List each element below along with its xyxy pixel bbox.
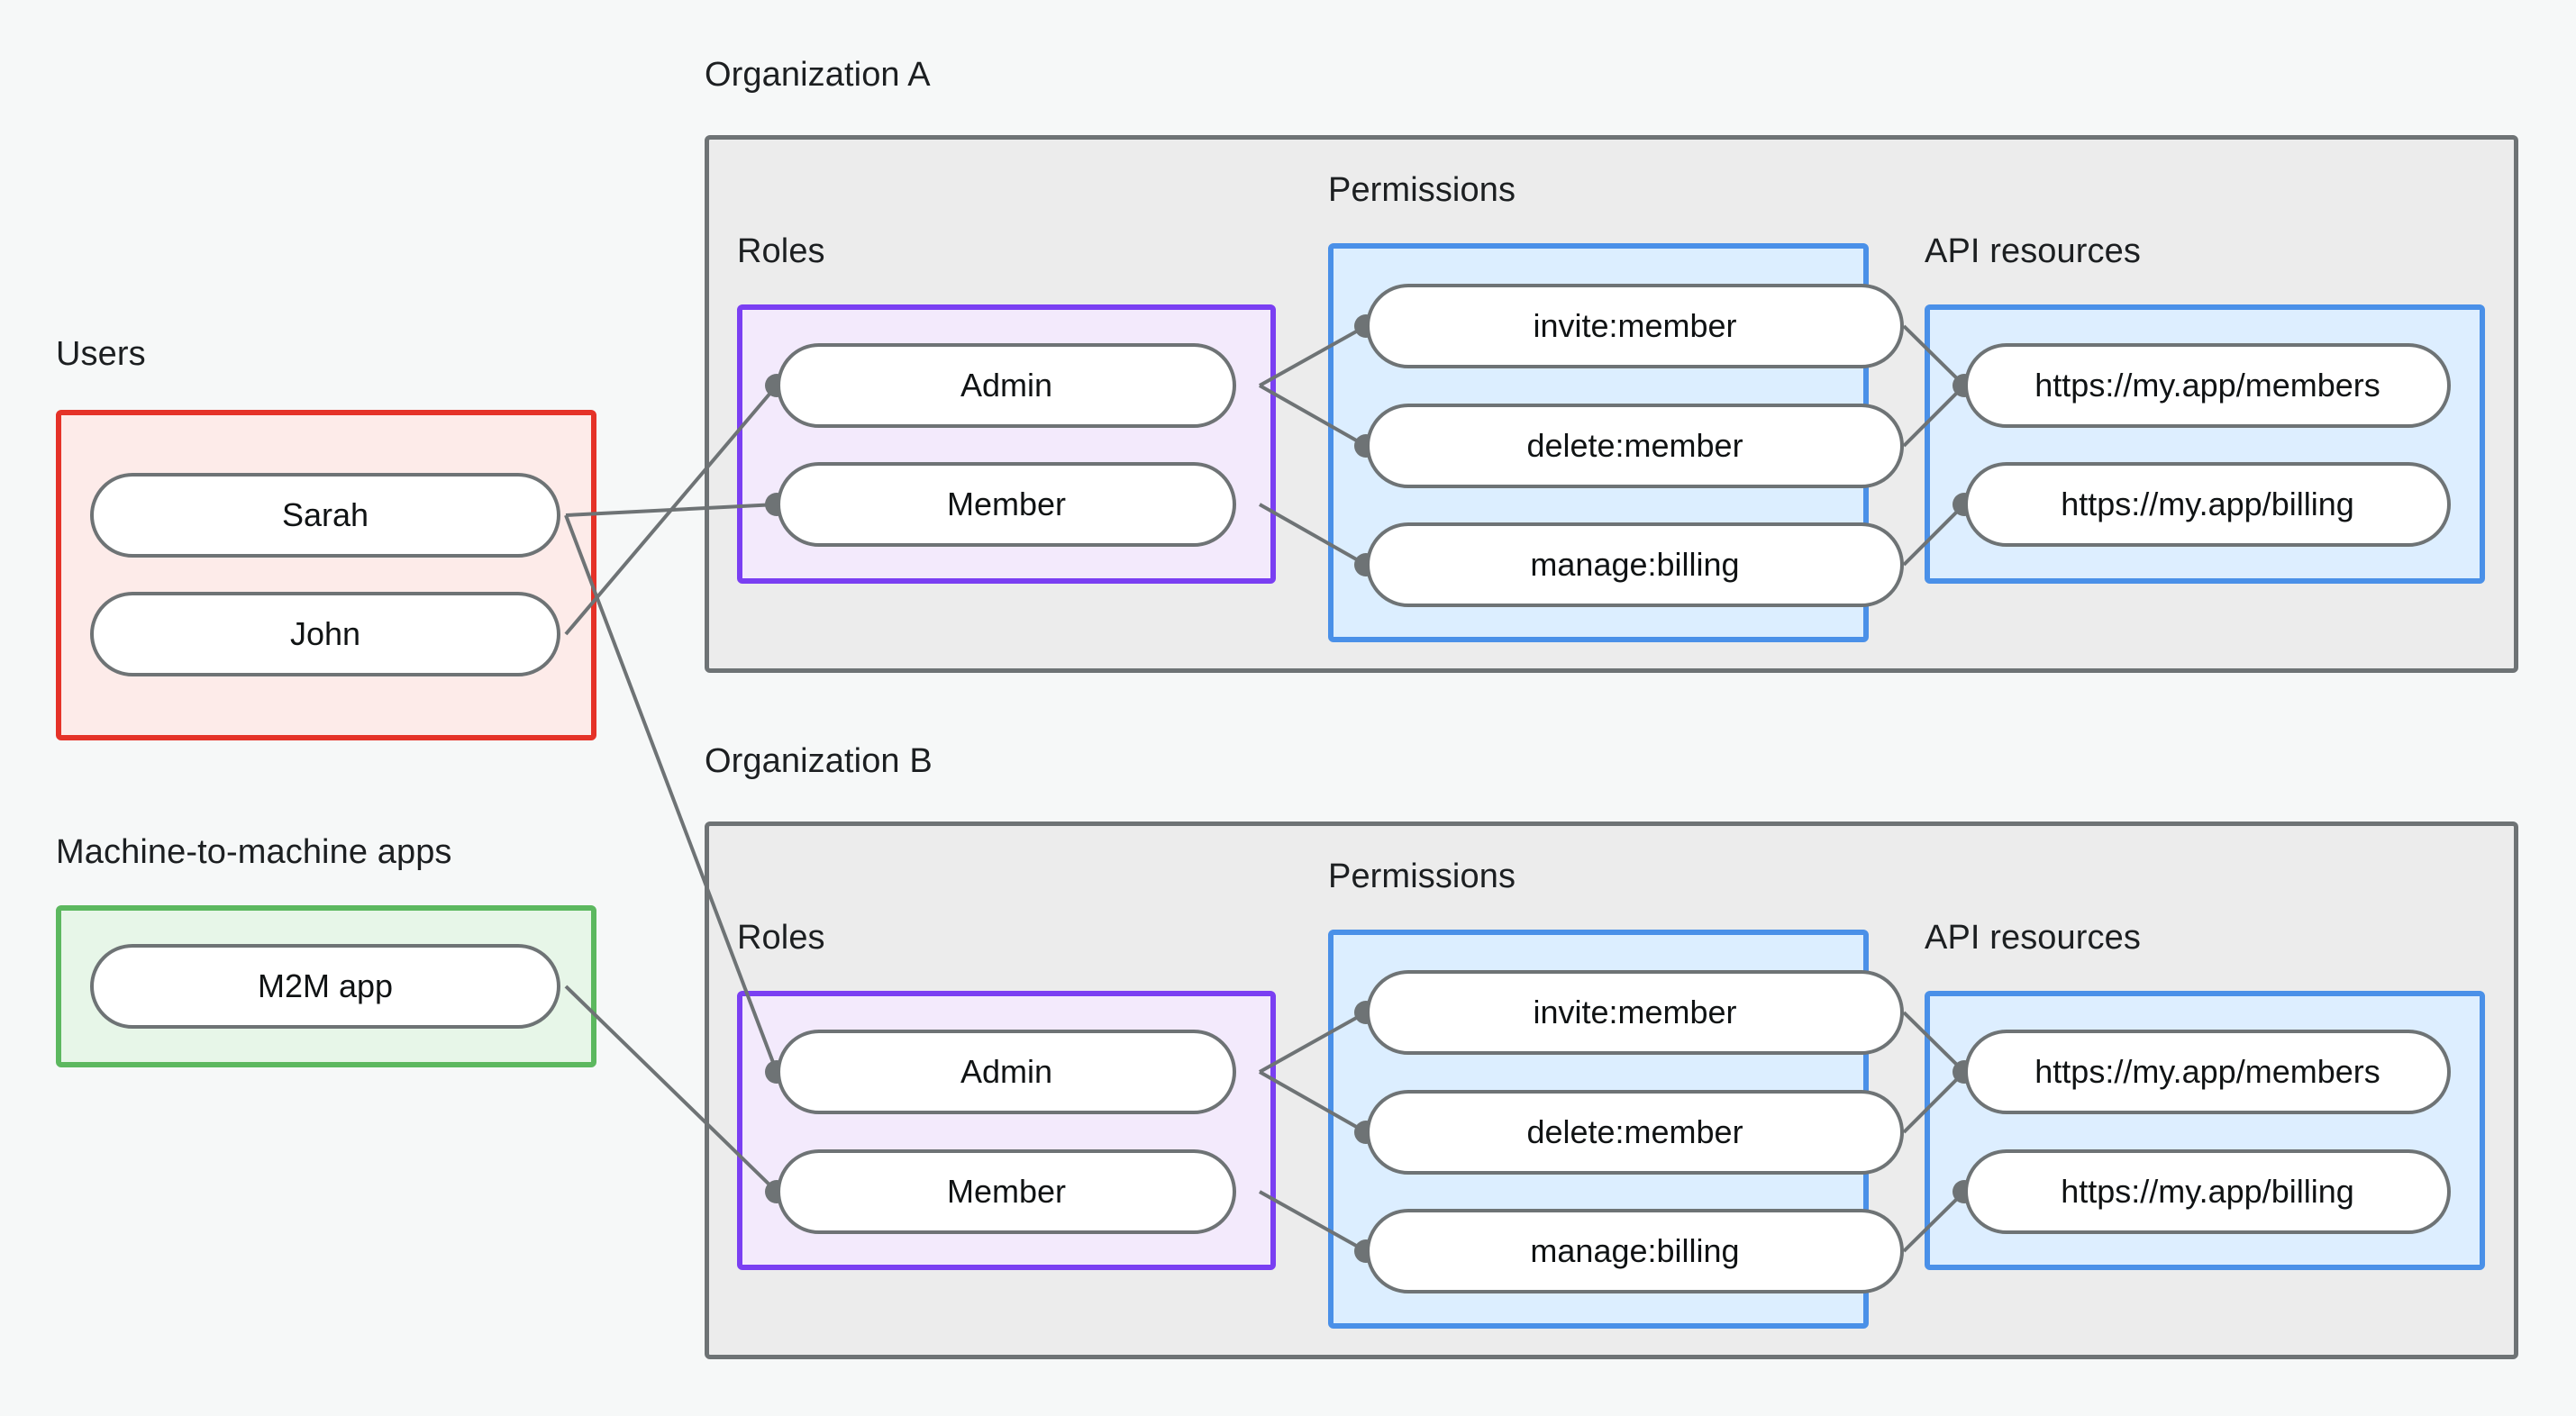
orgB-permission-invite-member[interactable]: invite:member <box>1366 970 1904 1055</box>
orgB-permission-delete-member[interactable]: delete:member <box>1366 1090 1904 1175</box>
orgB-api-resources-label: API resources <box>1925 919 2141 957</box>
orgB-role-admin[interactable]: Admin <box>777 1030 1236 1114</box>
orgA-roles-label: Roles <box>737 232 825 270</box>
orgA-role-member[interactable]: Member <box>777 462 1236 547</box>
organization-b-label: Organization B <box>705 742 933 780</box>
user-node-john[interactable]: John <box>90 592 560 676</box>
orgA-api-resource-members[interactable]: https://my.app/members <box>1964 343 2451 428</box>
orgB-permission-manage-billing[interactable]: manage:billing <box>1366 1209 1904 1293</box>
orgA-permission-manage-billing[interactable]: manage:billing <box>1366 522 1904 607</box>
users-group-box <box>56 410 596 740</box>
users-group-label: Users <box>56 335 146 373</box>
orgA-api-resources-label: API resources <box>1925 232 2141 270</box>
orgB-api-resource-members[interactable]: https://my.app/members <box>1964 1030 2451 1114</box>
orgB-roles-label: Roles <box>737 919 825 957</box>
m2m-node-app[interactable]: M2M app <box>90 944 560 1029</box>
orgA-permissions-label: Permissions <box>1328 171 1516 209</box>
user-node-sarah[interactable]: Sarah <box>90 473 560 558</box>
orgB-api-resource-billing[interactable]: https://my.app/billing <box>1964 1149 2451 1234</box>
orgB-permissions-label: Permissions <box>1328 858 1516 895</box>
organization-a-label: Organization A <box>705 56 931 94</box>
orgA-api-resource-billing[interactable]: https://my.app/billing <box>1964 462 2451 547</box>
m2m-group-label: Machine-to-machine apps <box>56 833 452 871</box>
orgA-role-admin[interactable]: Admin <box>777 343 1236 428</box>
orgA-permission-invite-member[interactable]: invite:member <box>1366 284 1904 368</box>
orgB-role-member[interactable]: Member <box>777 1149 1236 1234</box>
orgA-permission-delete-member[interactable]: delete:member <box>1366 404 1904 488</box>
